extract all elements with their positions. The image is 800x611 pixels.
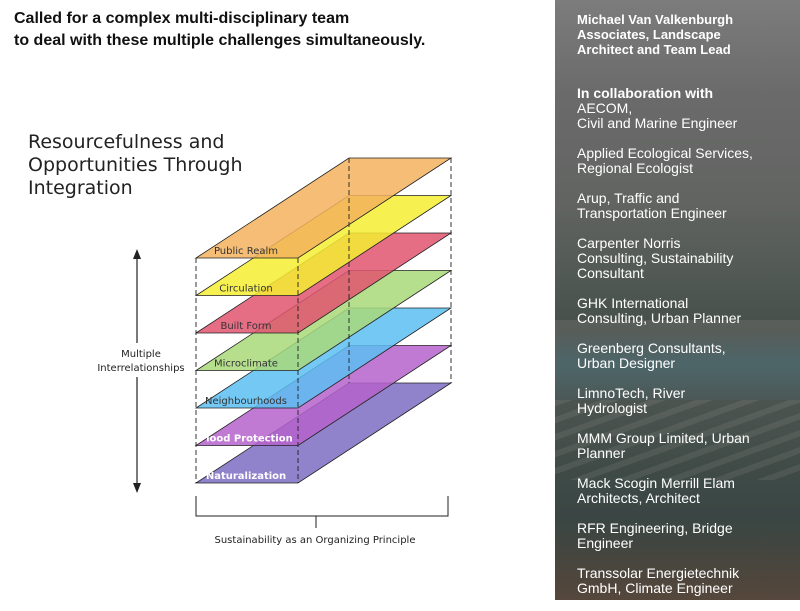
slide-headline: Called for a complex multi-disciplinary … — [14, 8, 544, 52]
layer-label: Microclimate — [214, 359, 278, 370]
credit-entry-line: AECOM, — [577, 100, 633, 116]
team-lead: Michael Van Valkenburgh Associates, Land… — [577, 12, 797, 57]
credit-entry: Applied Ecological Services, Regional Ec… — [577, 146, 797, 176]
credit-entry: Transsolar Energietechnik GmbH, Climate … — [577, 566, 797, 596]
credit-entry-line: GHK International — [577, 295, 689, 311]
credit-entry-line: Urban Designer — [577, 355, 676, 371]
aerial-photo-river — [555, 330, 800, 400]
headline-line-1: Called for a complex multi-disciplinary … — [14, 10, 350, 27]
credit-entry-line: Consultant — [577, 265, 644, 281]
credit-entry-line: Consulting, Urban Planner — [577, 310, 742, 326]
credit-entry-line: Arup, Traffic and — [577, 190, 680, 206]
credit-entry-line: Transportation Engineer — [577, 205, 727, 221]
aerial-photo-foreground — [555, 520, 800, 600]
credit-entry-line: Planner — [577, 445, 626, 461]
bottom-bracket — [195, 496, 449, 528]
aerial-photo-city — [555, 200, 800, 320]
credit-entry-line: Civil and Marine Engineer — [577, 115, 738, 131]
left-label-line-2: Interrelationships — [97, 363, 184, 374]
diagram-title: Resourcefulness and Opportunities Throug… — [28, 131, 288, 200]
team-lead-line-1: Michael Van Valkenburgh — [577, 12, 734, 27]
layer-label: Flood Protection — [199, 434, 292, 445]
credit-entry: Carpenter Norris Consulting, Sustainabil… — [577, 236, 797, 281]
credit-entry-line: Applied Ecological Services, — [577, 145, 753, 161]
diagram-title-line-2: Opportunities Through — [28, 154, 243, 176]
layer-label: Circulation — [219, 284, 273, 295]
credit-entry: Mack Scogin Merrill Elam Architects, Arc… — [577, 476, 797, 506]
credit-entry-line: Regional Ecologist — [577, 160, 693, 176]
credit-entry: LimnoTech, River Hydrologist — [577, 386, 797, 416]
credit-entry-line: Carpenter Norris — [577, 235, 681, 251]
credit-entry: AECOM, Civil and Marine Engineer — [577, 101, 797, 131]
credit-entry-line: Engineer — [577, 535, 634, 551]
diagram-title-line-1: Resourcefulness and — [28, 131, 225, 153]
credit-entry-line: Mack Scogin Merrill Elam — [577, 475, 735, 491]
credit-entry-line: Hydrologist — [577, 400, 648, 416]
credit-entry: RFR Engineering, Bridge Engineer — [577, 521, 797, 551]
layer-label: Naturalization — [206, 471, 286, 482]
layer-planes — [194, 157, 453, 484]
layer-label: Public Realm — [214, 246, 278, 257]
layer-label: Built Form — [220, 321, 271, 332]
credit-entry: Greenberg Consultants, Urban Designer — [577, 341, 797, 371]
diagram-title-line-3: Integration — [28, 177, 133, 199]
credit-entry: GHK International Consulting, Urban Plan… — [577, 296, 797, 326]
collaboration-label: In collaboration with — [577, 85, 714, 101]
layer-stack-diagram: Multiple Interrelationships Sustainabili… — [97, 157, 453, 546]
headline-line-2: to deal with these multiple challenges s… — [14, 32, 426, 49]
credit-entry-line: RFR Engineering, Bridge — [577, 520, 733, 536]
credit-entry-line: MMM Group Limited, Urban — [577, 430, 750, 446]
credit-entry-line: Architects, Architect — [577, 490, 700, 506]
team-credits: Michael Van Valkenburgh Associates, Land… — [577, 12, 797, 611]
credit-entry: MMM Group Limited, Urban Planner — [577, 431, 797, 461]
credit-entry-line: LimnoTech, River — [577, 385, 686, 401]
team-sidebar — [555, 0, 800, 600]
aerial-photo-road — [555, 400, 800, 480]
layer-label: Neighbourhoods — [205, 396, 287, 407]
dashed-guide-lines — [195, 158, 452, 483]
credit-entry-line: Consulting, Sustainability — [577, 250, 734, 266]
left-label-line-1: Multiple — [121, 349, 161, 360]
credit-entry-line: Transsolar Energietechnik — [577, 565, 740, 581]
team-lead-line-2: Associates, Landscape — [577, 27, 721, 42]
bottom-label: Sustainability as an Organizing Principl… — [215, 535, 416, 546]
credit-entry: Arup, Traffic and Transportation Enginee… — [577, 191, 797, 221]
credit-entry-line: GmbH, Climate Engineer — [577, 580, 733, 596]
credit-entry-line: Greenberg Consultants, — [577, 340, 726, 356]
team-lead-line-3: Architect and Team Lead — [577, 42, 731, 57]
